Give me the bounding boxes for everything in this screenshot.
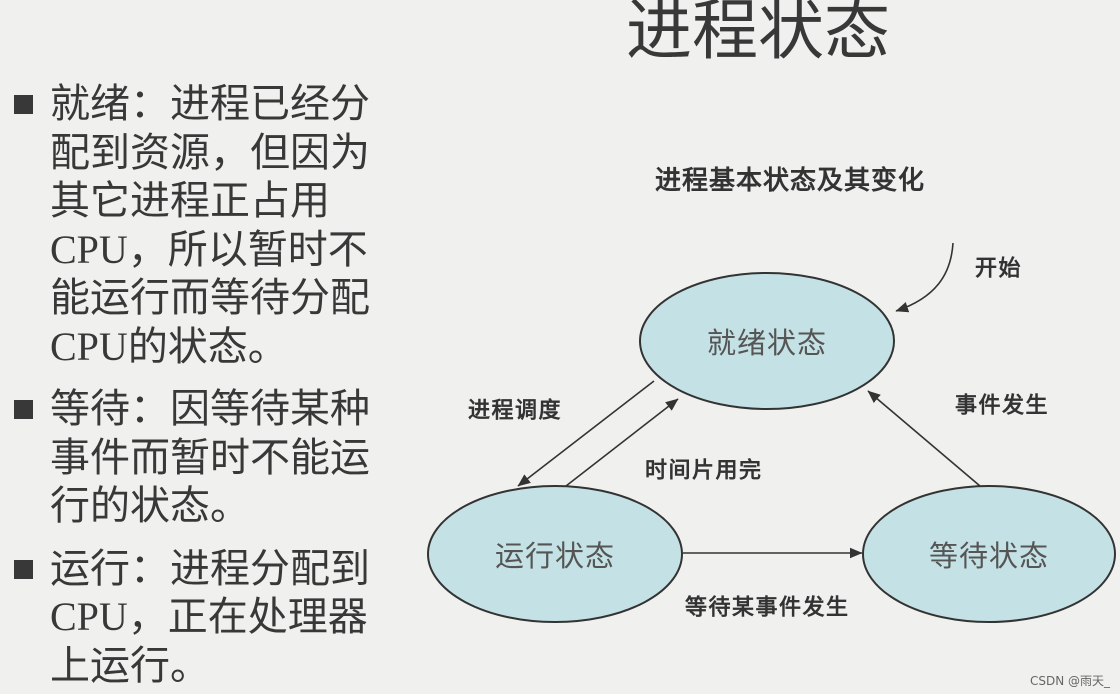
transition-event-occurs-label: 事件发生 (955, 393, 1049, 419)
transition-timeslice-label: 时间片用完 (645, 458, 763, 484)
bullet-line: 运行：进程分配到 (50, 545, 370, 591)
start-arrow (895, 242, 954, 313)
square-bullet-icon (14, 95, 33, 114)
diagram-caption: 进程基本状态及其变化 (655, 165, 925, 196)
bullet-text: 运行：进程分配到 CPU，正在处理器 上运行。 (50, 545, 370, 691)
bullet-line: 上运行。 (50, 642, 210, 688)
start-label: 开始 (975, 256, 1022, 282)
state-waiting-ellipse (862, 485, 1116, 623)
bullet-line: 能运行而等待分配 (50, 275, 370, 320)
square-bullet-icon (14, 400, 33, 419)
bullet-text: 等待：因等待某种 事件而暂时不能运 行的状态。 (50, 385, 370, 531)
bullet-list: 就绪：进程已经分 配到资源，但因为 其它进程正占用 CPU，所以暂时不 能运行而… (0, 80, 370, 690)
bullet-item-waiting: 等待：因等待某种 事件而暂时不能运 行的状态。 (0, 385, 370, 531)
state-waiting-label: 等待状态 (929, 539, 1049, 573)
bullet-line: CPU的状态。 (50, 323, 288, 369)
transition-wait-event-label: 等待某事件发生 (685, 595, 850, 621)
state-waiting: 等待状态 (862, 485, 1116, 623)
transition-event-occurs-arrow (867, 390, 981, 487)
state-ready: 就绪状态 (639, 272, 895, 410)
bullet-text: 就绪：进程已经分 配到资源，但因为 其它进程正占用 CPU，所以暂时不 能运行而… (50, 80, 370, 371)
state-ready-ellipse (639, 272, 895, 410)
bullet-line: CPU，正在处理器 (50, 594, 368, 639)
transition-dispatch-label: 进程调度 (468, 398, 562, 424)
bullet-item-running: 运行：进程分配到 CPU，正在处理器 上运行。 (0, 545, 370, 691)
state-running: 运行状态 (427, 485, 683, 623)
bullet-line: 就绪：进程已经分 (50, 81, 370, 126)
bullet-line: 其它进程正占用 (50, 178, 330, 223)
watermark: CSDN @雨天_ (1029, 674, 1110, 688)
bullet-line: 配到资源，但因为 (50, 129, 370, 175)
state-running-ellipse (427, 485, 683, 623)
square-bullet-icon (14, 559, 33, 579)
bullet-line: 行的状态。 (50, 483, 250, 528)
bullet-item-ready: 就绪：进程已经分 配到资源，但因为 其它进程正占用 CPU，所以暂时不 能运行而… (0, 80, 370, 371)
bullet-line: 事件而暂时不能运 (50, 434, 370, 480)
transition-dispatch-arrow (517, 380, 655, 487)
state-running-label: 运行状态 (495, 539, 615, 573)
bullet-line: CPU，所以暂时不 (50, 226, 368, 272)
transition-timeslice-arrow (565, 398, 679, 487)
slide-title: 进程状态 (626, 0, 890, 69)
state-ready-label: 就绪状态 (707, 326, 827, 360)
bullet-line: 等待：因等待某种 (50, 386, 370, 431)
